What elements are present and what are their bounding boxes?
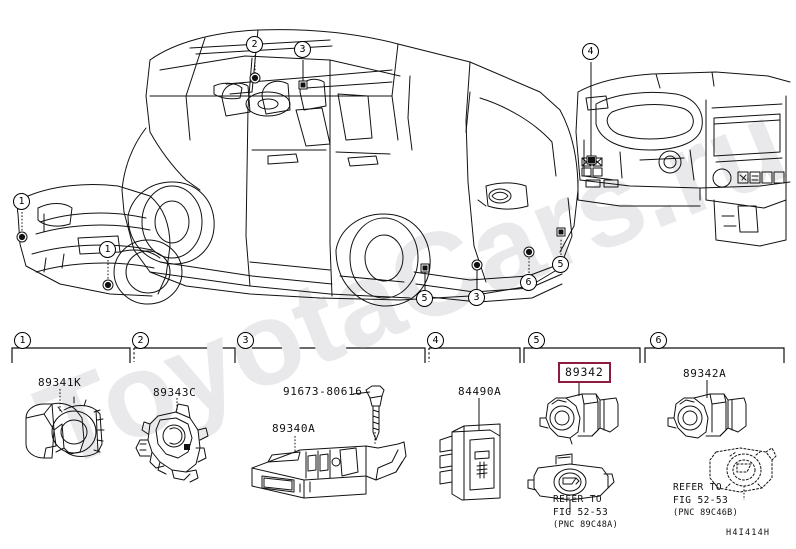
part-label-leaders-solid	[352, 379, 708, 512]
group-bracket-4	[429, 347, 521, 363]
vehicle-callout-5-rear-right[interactable]: 5	[552, 256, 569, 273]
vehicle-callout-4[interactable]: 4	[582, 43, 599, 60]
vehicle-callout-1b[interactable]: 1	[99, 241, 116, 258]
part-label-91673-80616[interactable]: 91673-80616	[283, 385, 363, 398]
part-art-91673-80616	[365, 385, 385, 441]
part-label-89342A[interactable]: 89342A	[683, 367, 727, 380]
rear-sensor-markers	[420, 227, 566, 273]
vehicle-callout-3-rear[interactable]: 3	[468, 289, 485, 306]
part-label-84490A[interactable]: 84490A	[458, 385, 502, 398]
dash-sensor-markers	[249, 72, 597, 165]
part-art-89342A	[667, 393, 747, 439]
callout-leader-lines-solid	[302, 60, 592, 290]
table-group-3[interactable]: 3	[237, 332, 254, 349]
note-group-5-line-3: (PNC 89C48A)	[553, 520, 619, 530]
part-art-89343C	[135, 403, 209, 483]
part-art-89340A	[251, 441, 407, 499]
part-label-89340A[interactable]: 89340A	[272, 422, 316, 435]
note-group-5: REFER TO FIG 52-53 (PNC 89C48A)	[553, 493, 618, 532]
table-group-4[interactable]: 4	[427, 332, 444, 349]
note-group-6-line-2: FIG 52-53	[673, 495, 729, 506]
drawing-code: H4I414H	[726, 528, 771, 538]
table-group-6[interactable]: 6	[650, 332, 667, 349]
part-art-89342	[539, 393, 619, 445]
note-group-5-line-1: REFER TO	[553, 494, 602, 505]
table-group-5[interactable]: 5	[528, 332, 545, 349]
part-label-89343C[interactable]: 89343C	[153, 386, 197, 399]
part-art-89342-bumper-cap	[527, 453, 615, 501]
part-art-84490A	[439, 423, 501, 501]
front-bumper-inset	[16, 184, 183, 305]
note-group-6-line-3: (PNC 89C46B)	[673, 508, 739, 518]
group-bracket-3	[238, 347, 426, 363]
instrument-panel-inset	[575, 71, 791, 247]
part-label-89341K[interactable]: 89341K	[38, 376, 82, 389]
vehicle-callout-3-dash[interactable]: 3	[294, 41, 311, 58]
table-group-1[interactable]: 1	[14, 332, 31, 349]
part-art-89341K	[25, 396, 105, 459]
vehicle-callout-5-rear-left[interactable]: 5	[416, 290, 433, 307]
group-bracket-5	[523, 347, 641, 363]
table-group-2[interactable]: 2	[132, 332, 149, 349]
part-label-leaders-dotted	[59, 389, 745, 500]
group-bracket-6	[644, 347, 785, 363]
vehicle-callout-2[interactable]: 2	[246, 36, 263, 53]
note-group-6: REFER TO FIG 52-53 (PNC 89C46B)	[673, 481, 738, 520]
group-bracket-1	[11, 347, 131, 363]
note-group-6-line-1: REFER TO	[673, 482, 722, 493]
group-bracket-2	[134, 347, 236, 363]
vehicle-callout-1a[interactable]: 1	[13, 193, 30, 210]
note-group-5-line-2: FIG 52-53	[553, 507, 609, 518]
vehicle-callout-6-rear[interactable]: 6	[520, 274, 537, 291]
part-label-89342-highlighted[interactable]: 89342	[558, 362, 611, 383]
callout-leader-lines	[21, 55, 562, 280]
